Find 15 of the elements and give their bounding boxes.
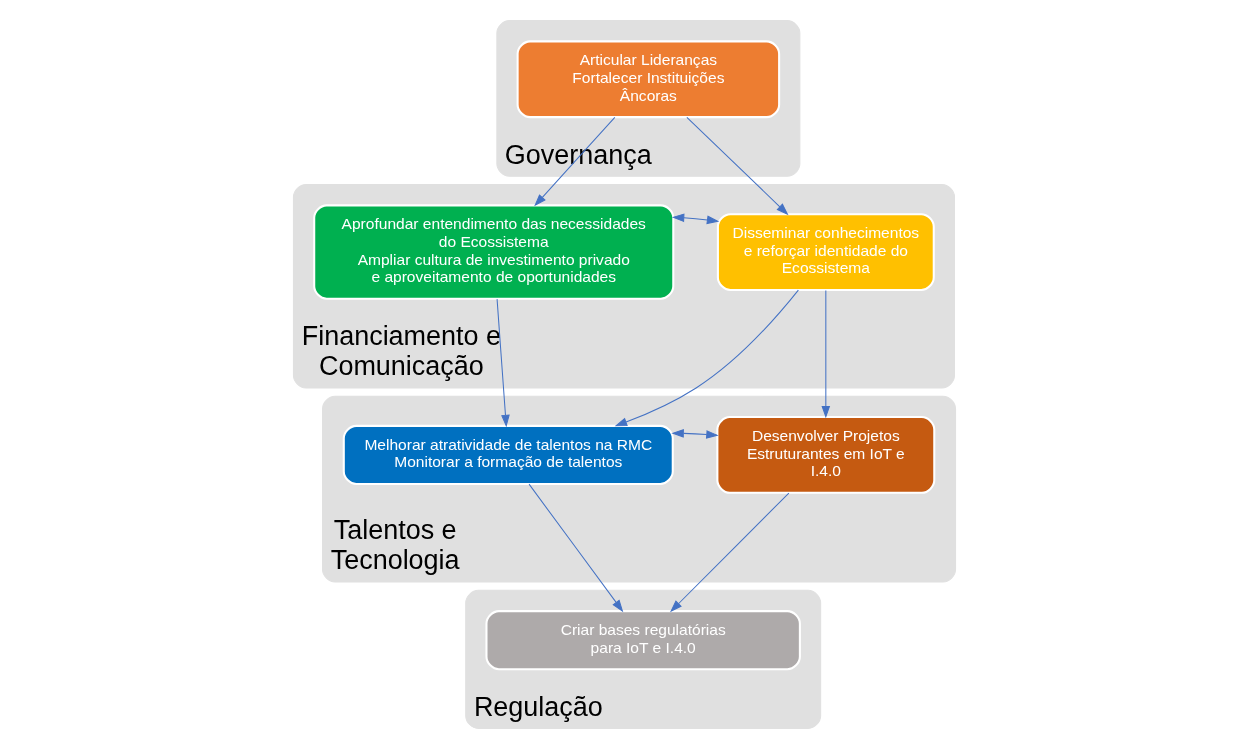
arrow [671,429,719,439]
arrow [821,289,831,419]
node-box: Disseminar conhecimentos e reforçar identidade do Ecossistema [716,213,935,291]
node-box: Articular Lideranças Fortalecer Instituições Âncoras [516,40,781,119]
arrow [670,492,790,613]
arrow [686,116,789,216]
arrow [496,298,510,428]
arrow [614,289,799,427]
node-box: Aprofundar entendimento das necessidades do Ecossistema Ampliar cultura de investimento privado e aproveitamento de oportunidades [313,204,675,300]
arrow [671,213,720,225]
node-box: Desenvolver Projetos Estruturantes em IoT e I.4.0 [716,416,936,494]
arrow [534,116,616,207]
arrow [528,483,624,613]
node-box: Melhorar atratividade de talentos na RMC Monitorar a formação de talentos [342,424,674,486]
node-box: Criar bases regulatórias para IoT e I.4.0 [485,610,801,671]
